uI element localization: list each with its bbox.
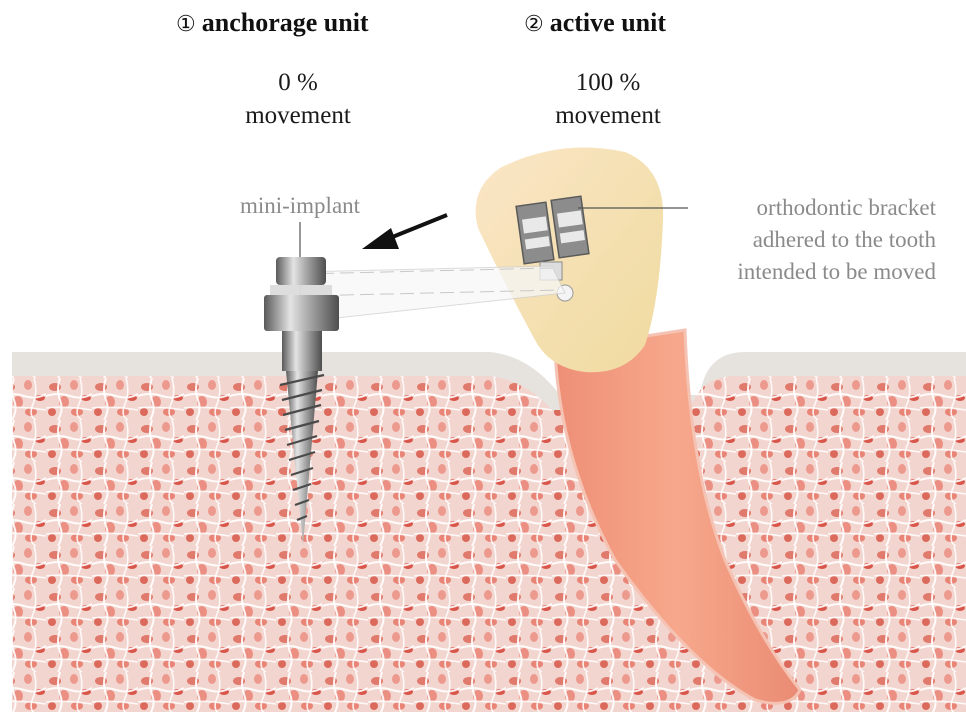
active-unit-label: active unit <box>550 8 666 37</box>
bone-tissue <box>12 352 966 712</box>
bracket-label: orthodontic bracket adhered to the tooth… <box>660 192 936 288</box>
anchorage-unit-number: ① <box>176 11 196 36</box>
mini-implant-label: mini-implant <box>216 190 384 222</box>
bracket-label-line-3: intended to be moved <box>660 256 936 288</box>
anchorage-unit-label: anchorage unit <box>202 8 369 37</box>
anchorage-movement-value: 0 % <box>198 66 398 99</box>
anchorage-movement: 0 % movement <box>198 66 398 132</box>
bracket-label-line-2: adhered to the tooth <box>660 224 936 256</box>
active-movement: 100 % movement <box>508 66 708 132</box>
active-movement-label: movement <box>508 99 708 132</box>
anchorage-movement-label: movement <box>198 99 398 132</box>
active-movement-value: 100 % <box>508 66 708 99</box>
bracket-label-line-1: orthodontic bracket <box>660 192 936 224</box>
tooth-crown <box>476 148 663 373</box>
active-unit-number: ② <box>524 11 544 36</box>
